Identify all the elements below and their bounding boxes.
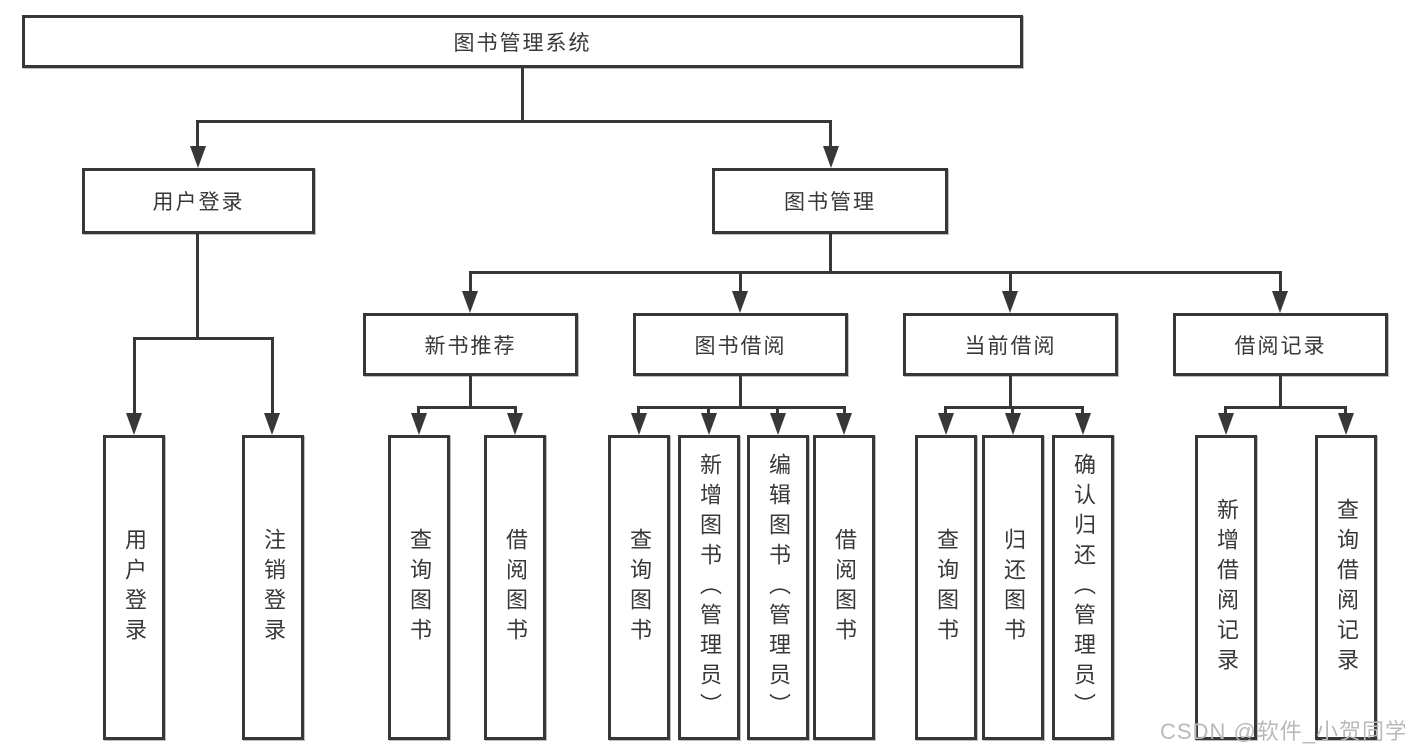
connector-line	[1224, 406, 1227, 413]
connector-arrow	[732, 291, 748, 313]
connector-arrow	[126, 413, 142, 435]
connector-line	[133, 337, 274, 340]
node-label: 确认归还（管理员）	[1071, 452, 1096, 723]
connector-line	[469, 376, 472, 406]
node-label: 注销登录	[261, 527, 286, 648]
leaf-add-borrow-record: 新增借阅记录	[1195, 435, 1257, 740]
node-label: 图书管理	[784, 191, 876, 214]
leaf-add-books-admin: 新增图书（管理员）	[678, 435, 740, 740]
connector-line	[739, 271, 742, 292]
node-label: 借阅记录	[1234, 334, 1327, 358]
connector-line	[514, 406, 517, 413]
connector-line	[271, 337, 274, 413]
connector-arrow	[411, 413, 427, 435]
connector-arrow	[264, 413, 280, 435]
connector-line	[417, 406, 420, 413]
connector-arrow	[631, 413, 647, 435]
connector-line	[1344, 406, 1347, 413]
connector-arrow	[770, 413, 786, 435]
node-label: 新增图书（管理员）	[697, 452, 722, 723]
node-label: 编辑图书（管理员）	[766, 452, 791, 723]
connector-line	[196, 120, 199, 147]
node-label: 新书推荐	[424, 334, 517, 358]
connector-line	[1081, 406, 1084, 413]
node-library-system: 图书管理系统	[22, 15, 1023, 68]
connector-arrow	[1272, 291, 1288, 313]
connector-line	[1224, 406, 1347, 409]
node-label: 新增借阅记录	[1214, 497, 1239, 678]
connector-line	[521, 67, 524, 120]
connector-line	[829, 234, 832, 271]
node-user-login-branch: 用户登录	[82, 168, 315, 234]
connector-arrow	[1218, 413, 1234, 435]
connector-arrow	[1338, 413, 1354, 435]
connector-line	[417, 406, 517, 409]
connector-arrow	[190, 146, 206, 168]
leaf-borrowing-borrow-books: 借阅图书	[813, 435, 875, 740]
leaf-recommend-borrow-books: 借阅图书	[484, 435, 546, 740]
connector-arrow	[836, 413, 852, 435]
node-label: 查询图书	[407, 527, 432, 648]
node-label: 查询图书	[934, 527, 959, 648]
connector-line	[944, 406, 1084, 409]
connector-line	[196, 120, 832, 123]
node-new-book-recommend: 新书推荐	[363, 313, 578, 376]
connector-line	[1009, 376, 1012, 406]
node-label: 查询图书	[627, 527, 652, 648]
connector-line	[637, 406, 846, 409]
leaf-borrowing-query-books: 查询图书	[608, 435, 670, 740]
connector-line	[1279, 271, 1282, 292]
connector-line	[776, 406, 779, 413]
connector-arrow	[823, 146, 839, 168]
connector-arrow	[938, 413, 954, 435]
node-label: 借阅图书	[503, 527, 528, 648]
connector-line	[196, 234, 199, 337]
leaf-logout-login: 注销登录	[242, 435, 304, 740]
connector-line	[1279, 376, 1282, 406]
node-label: 图书借阅	[694, 334, 787, 358]
leaf-recommend-query-books: 查询图书	[388, 435, 450, 740]
node-label: 用户登录	[122, 527, 147, 648]
connector-arrow	[507, 413, 523, 435]
node-label: 归还图书	[1001, 527, 1026, 648]
leaf-confirm-return-admin: 确认归还（管理员）	[1052, 435, 1114, 740]
node-label: 借阅图书	[832, 527, 857, 648]
connector-arrow	[1005, 413, 1021, 435]
connector-arrow	[1002, 291, 1018, 313]
connector-line	[944, 406, 947, 413]
connector-line	[829, 120, 832, 147]
connector-line	[469, 271, 472, 292]
connector-line	[133, 337, 136, 413]
node-current-borrowing: 当前借阅	[903, 313, 1118, 376]
node-label: 当前借阅	[964, 334, 1057, 358]
leaf-current-query-books: 查询图书	[915, 435, 977, 740]
node-book-management: 图书管理	[712, 168, 948, 234]
node-label: 用户登录	[152, 191, 245, 214]
connector-line	[739, 376, 742, 406]
node-label: 查询借阅记录	[1334, 497, 1359, 678]
connector-arrow	[1075, 413, 1091, 435]
connector-line	[469, 271, 1282, 274]
leaf-return-books: 归还图书	[982, 435, 1044, 740]
node-book-borrowing: 图书借阅	[633, 313, 848, 376]
connector-arrow	[462, 291, 478, 313]
connector-line	[843, 406, 846, 413]
leaf-user-login: 用户登录	[103, 435, 165, 740]
connector-line	[707, 406, 710, 413]
node-borrow-records: 借阅记录	[1173, 313, 1388, 376]
node-label: 图书管理系统	[453, 31, 592, 55]
leaf-query-borrow-record: 查询借阅记录	[1315, 435, 1377, 740]
connector-arrow	[701, 413, 717, 435]
leaf-edit-books-admin: 编辑图书（管理员）	[747, 435, 809, 740]
connector-line	[637, 406, 640, 413]
connector-line	[1011, 406, 1014, 413]
connector-line	[1009, 271, 1012, 292]
csdn-watermark: CSDN @软件_小贺同学	[1160, 719, 1405, 744]
